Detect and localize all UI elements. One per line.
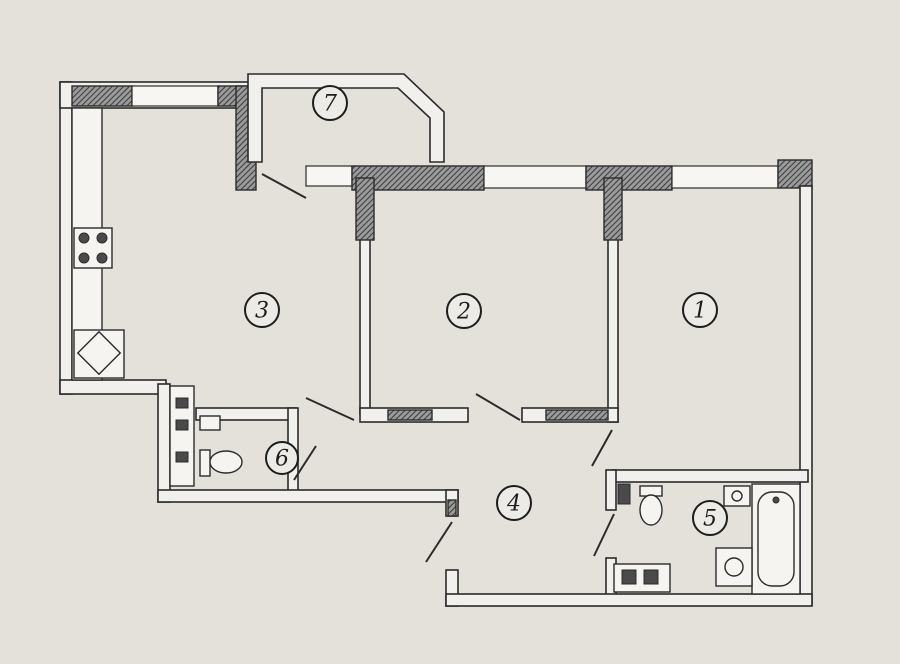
room-number-3: 3 bbox=[255, 299, 269, 324]
room-label-2: 2 bbox=[446, 293, 482, 329]
bath5-toilet-icon bbox=[639, 485, 663, 526]
wall-top-hatch-3 bbox=[777, 159, 813, 189]
door-entrance bbox=[425, 521, 453, 563]
wall-partition-2-1-cap bbox=[603, 177, 623, 241]
wall-bath5-left bbox=[605, 469, 617, 511]
wc6-sink-icon bbox=[199, 415, 221, 431]
bath5-small-sink-icon bbox=[617, 483, 631, 505]
stove-icon bbox=[73, 227, 113, 269]
bath5-sink-icon bbox=[723, 485, 751, 507]
room-label-6: 6 bbox=[265, 441, 299, 475]
wall-bath5-top bbox=[611, 469, 809, 483]
door-bath-5 bbox=[593, 513, 615, 557]
room-number-4: 4 bbox=[506, 492, 521, 517]
fixtures bbox=[71, 107, 801, 595]
wall-bottom bbox=[445, 593, 813, 607]
bathtub-icon bbox=[751, 483, 801, 595]
room-labels: 1 2 3 4 5 6 7 bbox=[244, 85, 728, 536]
walls bbox=[59, 73, 813, 607]
wall-wc6-bottom bbox=[157, 489, 459, 503]
room-label-3: 3 bbox=[244, 292, 280, 328]
washing-machine-icon bbox=[715, 547, 753, 587]
wall-wc6-left bbox=[157, 383, 171, 503]
window-balcony-door bbox=[305, 165, 353, 187]
kitchen-sink-icon bbox=[73, 329, 125, 379]
bath5-cabinet-icon bbox=[613, 563, 671, 593]
wall-room2-bottom-hatch-right bbox=[545, 409, 609, 421]
wall-kitchen-left bbox=[59, 81, 73, 395]
door-room-3 bbox=[305, 397, 355, 421]
wall-balcony bbox=[247, 73, 445, 163]
wc6-shelves-icon bbox=[169, 385, 195, 487]
room-label-7: 7 bbox=[312, 85, 348, 121]
wall-partition-3-2-cap bbox=[355, 177, 375, 241]
room-number-7: 7 bbox=[323, 92, 337, 117]
room-label-4: 4 bbox=[496, 485, 532, 521]
wall-room2-bottom-hatch-left bbox=[387, 409, 433, 421]
room-number-5: 5 bbox=[703, 507, 717, 532]
wall-kitchen-top-hatch-left bbox=[71, 85, 133, 107]
door-room-1 bbox=[591, 429, 613, 467]
room-label-5: 5 bbox=[692, 500, 728, 536]
wall-top-hatch-2 bbox=[585, 165, 673, 191]
wc6-toilet-icon bbox=[199, 449, 243, 477]
window-room-1 bbox=[671, 165, 779, 189]
room-number-6: 6 bbox=[275, 447, 289, 472]
door-room-2 bbox=[475, 393, 521, 421]
room-number-2: 2 bbox=[456, 300, 471, 325]
room-number-1: 1 bbox=[693, 299, 707, 324]
doors bbox=[261, 173, 615, 563]
door-kitchen-balcony bbox=[261, 173, 307, 199]
window-room-2 bbox=[483, 165, 587, 189]
wall-kitchen-bottom bbox=[59, 379, 167, 395]
room-label-1: 1 bbox=[682, 292, 718, 328]
window-kitchen bbox=[131, 85, 219, 107]
door-wc-6 bbox=[293, 445, 317, 481]
wall-right bbox=[799, 185, 813, 605]
wall-hall-step-hatch bbox=[447, 499, 457, 517]
